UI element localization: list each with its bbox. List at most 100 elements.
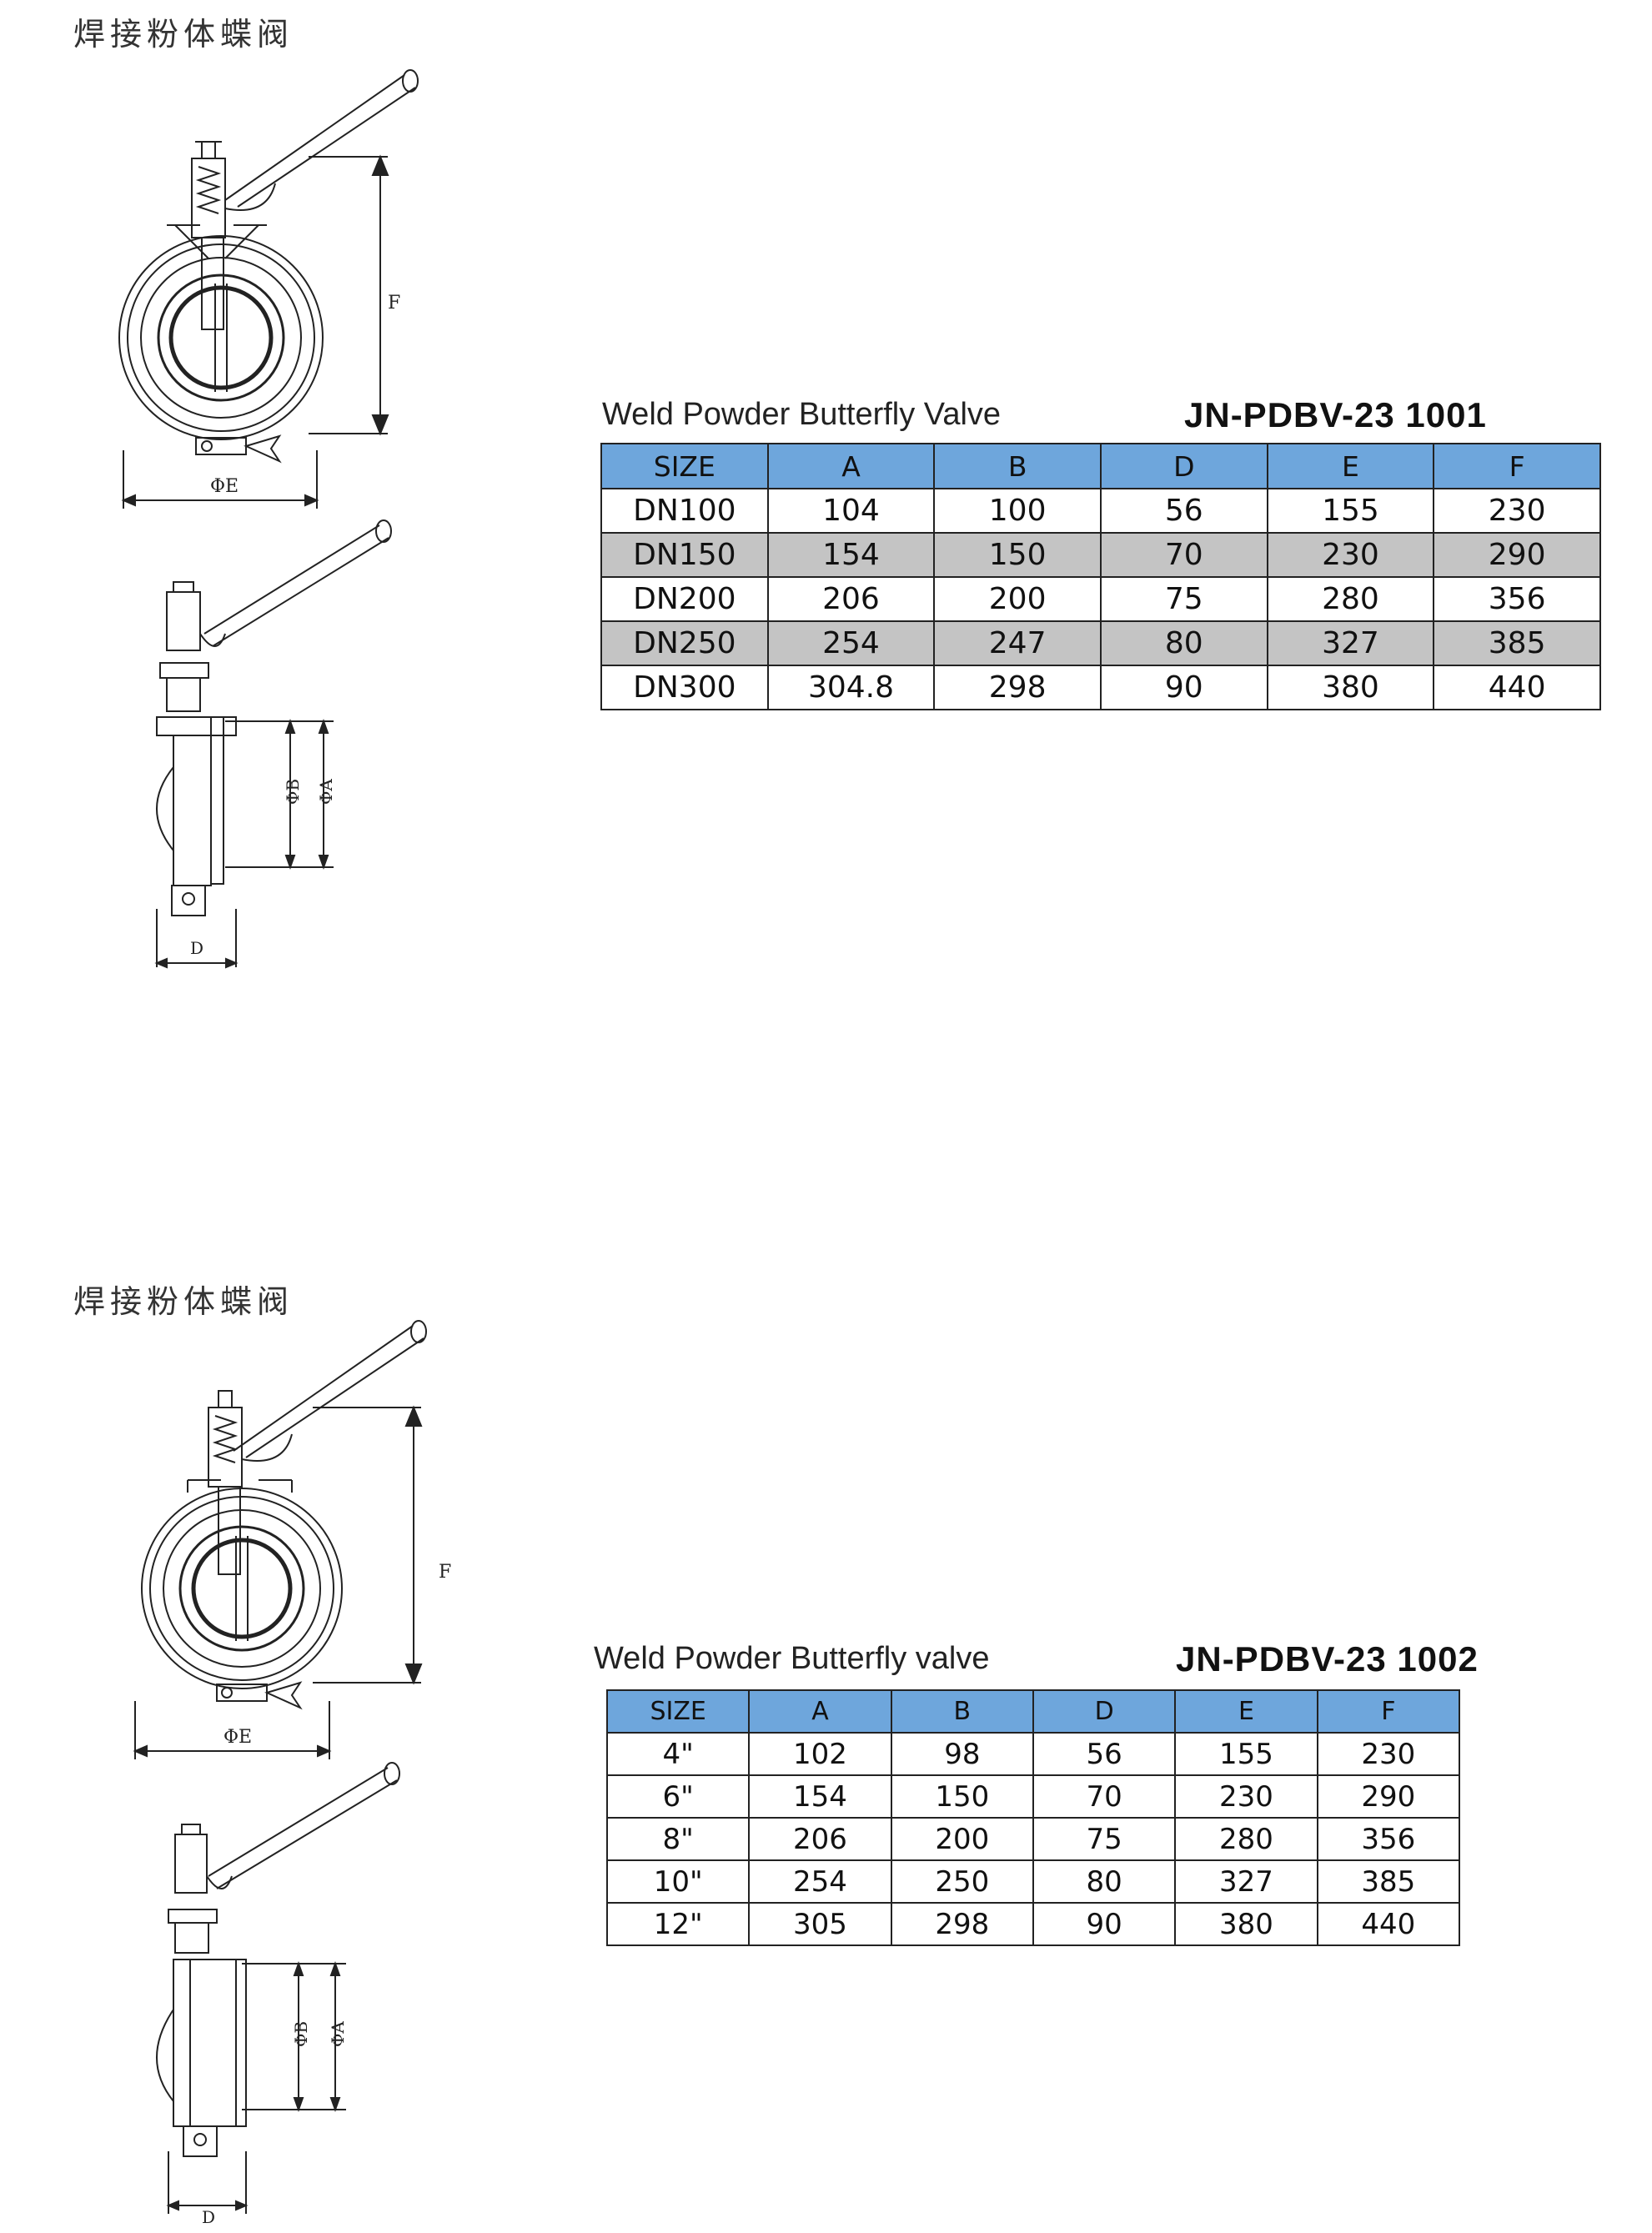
cell-d: 56 <box>1032 1732 1177 1776</box>
header-a: A <box>748 1689 892 1734</box>
cell-b: 298 <box>933 665 1102 710</box>
cell-e: 327 <box>1266 620 1435 666</box>
cell-a: 304.8 <box>766 665 936 710</box>
model-code: JN-PDBV-23 1002 <box>1176 1639 1479 1679</box>
cell-d: 80 <box>1099 620 1268 666</box>
cell-d: 75 <box>1032 1817 1177 1861</box>
cell-f: 385 <box>1433 620 1601 666</box>
table-row: DN250 254 247 80 327 385 <box>600 620 1601 666</box>
header-f: F <box>1316 1689 1461 1734</box>
valve-section-2: 焊接粉体蝶阀 F ΦE <box>0 1267 1652 2227</box>
cell-b: 150 <box>890 1774 1034 1819</box>
cell-a: 102 <box>748 1732 892 1776</box>
cell-f: 356 <box>1316 1817 1461 1861</box>
cell-e: 280 <box>1174 1817 1318 1861</box>
model-code: JN-PDBV-23 1001 <box>1184 395 1487 434</box>
table-row: 8" 206 200 75 280 356 <box>605 1817 1461 1861</box>
table-row: 6" 154 150 70 230 290 <box>605 1774 1461 1819</box>
table-header-row: SIZE A B D E F <box>600 443 1601 489</box>
cell-a: 206 <box>766 576 936 622</box>
spec-title: Weld Powder Butterfly valve <box>594 1641 990 1676</box>
table-row: DN200 206 200 75 280 356 <box>600 576 1601 622</box>
dim-label-d: D <box>202 2207 215 2226</box>
cell-a: 254 <box>748 1859 892 1904</box>
cell-e: 230 <box>1266 532 1435 578</box>
cell-e: 327 <box>1174 1859 1318 1904</box>
table-header-row: SIZE A B D E F <box>605 1689 1461 1734</box>
dim-label-e: ΦE <box>210 476 239 497</box>
table-row: 12" 305 298 90 380 440 <box>605 1902 1461 1946</box>
cell-f: 356 <box>1433 576 1601 622</box>
header-d: D <box>1032 1689 1177 1734</box>
header-b: B <box>933 443 1102 489</box>
cell-size: 8" <box>605 1817 751 1861</box>
cell-size: 10" <box>605 1859 751 1904</box>
cell-f: 290 <box>1433 532 1601 578</box>
spec-table: SIZE A B D E F 4" 102 98 56 155 230 6" 1… <box>605 1689 1461 1946</box>
spec-table: SIZE A B D E F DN100 104 100 56 155 230 … <box>600 443 1601 710</box>
cell-d: 90 <box>1032 1902 1177 1946</box>
header-b: B <box>890 1689 1034 1734</box>
cell-d: 75 <box>1099 576 1268 622</box>
cell-b: 150 <box>933 532 1102 578</box>
dim-label-e: ΦE <box>223 1727 252 1748</box>
cell-a: 206 <box>748 1817 892 1861</box>
valve-side-view-drawing: ΦB ΦA D <box>150 1759 400 2227</box>
cell-a: 154 <box>748 1774 892 1819</box>
cell-a: 104 <box>766 488 936 534</box>
cell-size: 12" <box>605 1902 751 1946</box>
cell-size: 6" <box>605 1774 751 1819</box>
valve-front-view-drawing: F ΦE <box>108 58 459 525</box>
cell-size: DN150 <box>600 532 769 578</box>
cell-f: 440 <box>1433 665 1601 710</box>
table-row: DN300 304.8 298 90 380 440 <box>600 665 1601 710</box>
cell-e: 230 <box>1174 1774 1318 1819</box>
cell-size: DN100 <box>600 488 769 534</box>
cell-d: 90 <box>1099 665 1268 710</box>
header-d: D <box>1099 443 1268 489</box>
cell-d: 70 <box>1099 532 1268 578</box>
cell-f: 290 <box>1316 1774 1461 1819</box>
cell-f: 385 <box>1316 1859 1461 1904</box>
dim-label-b: ΦB <box>291 2021 311 2047</box>
header-size: SIZE <box>605 1689 751 1734</box>
cell-d: 80 <box>1032 1859 1177 1904</box>
table-row: 4" 102 98 56 155 230 <box>605 1732 1461 1776</box>
header-e: E <box>1266 443 1435 489</box>
dim-label-f: F <box>439 1562 451 1583</box>
cell-d: 70 <box>1032 1774 1177 1819</box>
header-e: E <box>1174 1689 1318 1734</box>
cell-e: 280 <box>1266 576 1435 622</box>
spec-title: Weld Powder Butterfly Valve <box>602 397 1002 432</box>
cell-b: 298 <box>890 1902 1034 1946</box>
table-row: 10" 254 250 80 327 385 <box>605 1859 1461 1904</box>
valve-side-view-drawing: ΦB ΦA D <box>142 517 392 984</box>
section-title-cn: 焊接粉体蝶阀 <box>73 16 294 53</box>
valve-front-view-drawing: F ΦE <box>125 1309 475 1776</box>
cell-b: 247 <box>933 620 1102 666</box>
cell-e: 155 <box>1174 1732 1318 1776</box>
cell-b: 100 <box>933 488 1102 534</box>
cell-d: 56 <box>1099 488 1268 534</box>
cell-size: DN200 <box>600 576 769 622</box>
cell-b: 200 <box>933 576 1102 622</box>
cell-b: 250 <box>890 1859 1034 1904</box>
cell-a: 305 <box>748 1902 892 1946</box>
cell-f: 230 <box>1316 1732 1461 1776</box>
dim-label-a: ΦA <box>316 779 336 805</box>
table-row: DN150 154 150 70 230 290 <box>600 532 1601 578</box>
cell-size: DN300 <box>600 665 769 710</box>
cell-a: 254 <box>766 620 936 666</box>
cell-size: DN250 <box>600 620 769 666</box>
cell-e: 155 <box>1266 488 1435 534</box>
cell-e: 380 <box>1266 665 1435 710</box>
valve-section-1: 焊接粉体蝶阀 <box>0 0 1652 1084</box>
dim-label-a: ΦA <box>328 2021 348 2047</box>
cell-b: 98 <box>890 1732 1034 1776</box>
cell-f: 440 <box>1316 1902 1461 1946</box>
cell-f: 230 <box>1433 488 1601 534</box>
header-f: F <box>1433 443 1601 489</box>
cell-e: 380 <box>1174 1902 1318 1946</box>
dim-label-d: D <box>190 938 203 958</box>
header-a: A <box>766 443 936 489</box>
